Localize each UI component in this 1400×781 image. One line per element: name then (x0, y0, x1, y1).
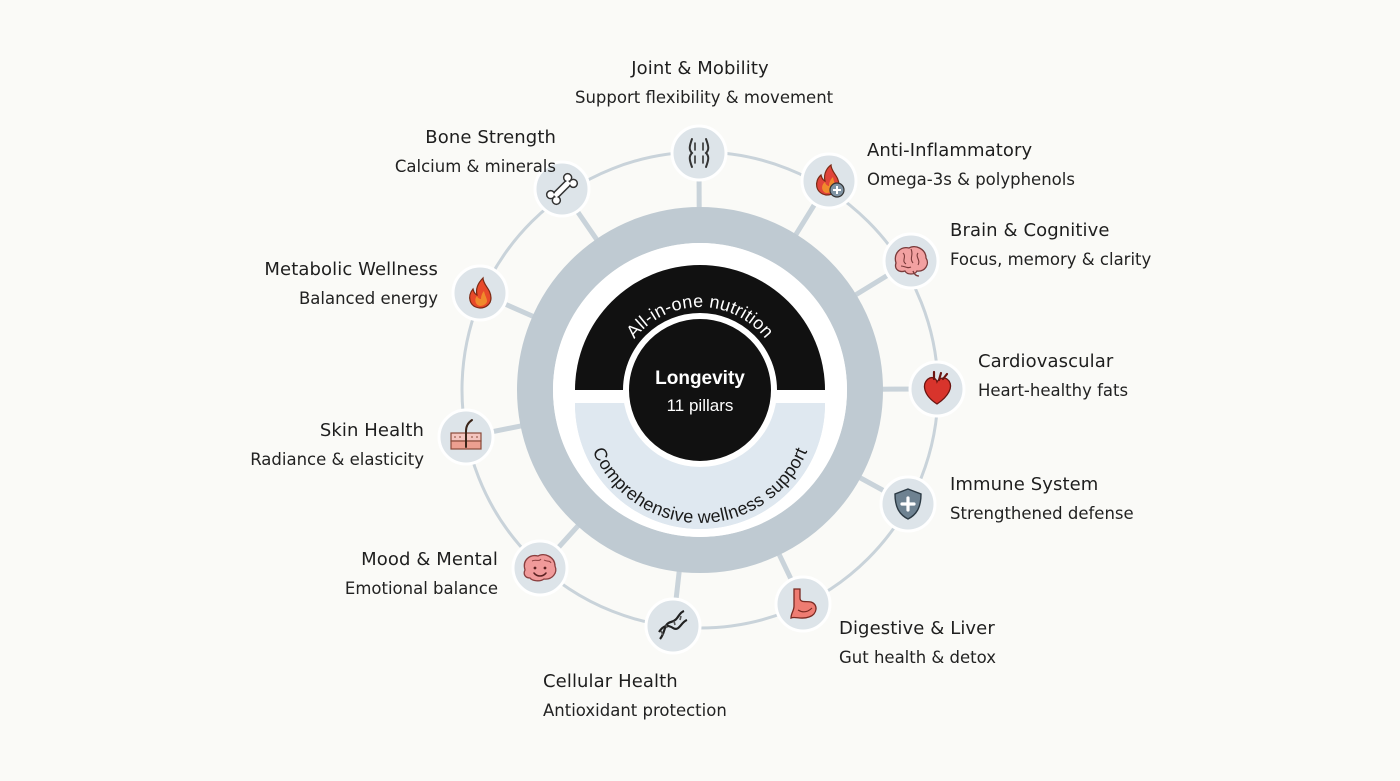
pillar-title: Skin Health (319, 420, 424, 441)
pillar-subtitle: Calcium & minerals (394, 157, 556, 176)
pillar-node-skin (437, 408, 495, 466)
pillar-node-joint (670, 124, 728, 182)
pillar-label-anti-inflammatory: Anti-Inflammatory Omega-3s & polyphenols (867, 142, 1075, 189)
pillar-label-immune: Immune System Strengthened defense (950, 476, 1134, 523)
pillar-node-immune (879, 475, 937, 533)
pillar-title: Brain & Cognitive (950, 220, 1110, 241)
pillar-node-bone (533, 160, 591, 218)
pillar-title: Cellular Health (543, 671, 678, 692)
pillar-node-cardio (908, 360, 966, 418)
pillar-title: Joint & Mobility (631, 58, 769, 79)
pillar-subtitle: Antioxidant protection (543, 701, 727, 720)
heart-icon (923, 370, 952, 405)
pillar-subtitle: Emotional balance (344, 579, 498, 598)
pillar-title: Metabolic Wellness (264, 259, 438, 280)
pillar-label-cellular: Cellular Health Antioxidant protection (543, 673, 727, 720)
pillar-title: Anti-Inflammatory (867, 140, 1033, 161)
stomach-icon (790, 588, 817, 620)
pillar-node-brain (882, 232, 940, 290)
skin-layer-icon (450, 419, 482, 450)
flame-icon (469, 276, 492, 309)
pillar-node-anti-inflammatory (800, 152, 858, 210)
pillar-subtitle: Support flexibility & movement (575, 88, 834, 107)
pillar-node-digestive (774, 575, 832, 633)
pillar-title: Mood & Mental (361, 549, 498, 570)
pillar-node-mood (511, 539, 569, 597)
pillar-label-bone: Bone Strength Calcium & minerals (395, 129, 556, 176)
fire-plus-icon (816, 163, 845, 198)
bone-icon (545, 172, 579, 206)
pillar-title: Cardiovascular (978, 351, 1114, 372)
pillar-nodes (437, 124, 966, 655)
pillar-label-digestive: Digestive & Liver Gut health & detox (839, 620, 996, 667)
pillar-subtitle: Focus, memory & clarity (950, 250, 1152, 269)
pillar-subtitle: Radiance & elasticity (250, 450, 424, 469)
pillar-title: Immune System (950, 474, 1099, 495)
pillar-node-circle (644, 597, 702, 655)
center-subtitle: 11 pillars (667, 396, 734, 415)
center-disc (623, 313, 777, 467)
pillar-node-circle (670, 124, 728, 182)
pillar-node-metabolic (451, 264, 509, 322)
pillar-subtitle: Omega-3s & polyphenols (867, 170, 1075, 189)
dna-icon (658, 609, 688, 640)
pillar-node-cellular (644, 597, 702, 655)
pillar-label-cardio: Cardiovascular Heart-healthy fats (978, 353, 1128, 400)
center-title: Longevity (655, 368, 745, 389)
smiling-brain-icon (523, 553, 557, 582)
pillar-title: Digestive & Liver (839, 618, 995, 639)
pillar-title: Bone Strength (425, 127, 556, 148)
pillar-label-mood: Mood & Mental Emotional balance (345, 551, 498, 598)
pillar-subtitle: Gut health & detox (839, 648, 996, 667)
pillar-label-skin: Skin Health Radiance & elasticity (250, 422, 424, 469)
thick-ring (517, 207, 883, 573)
pillar-label-metabolic: Metabolic Wellness Balanced energy (264, 261, 438, 308)
pillar-subtitle: Heart-healthy fats (978, 381, 1129, 400)
pillar-label-brain: Brain & Cognitive Focus, memory & clarit… (950, 222, 1151, 269)
joint-icon (688, 138, 710, 168)
pillar-subtitle: Balanced energy (298, 289, 438, 308)
pillar-subtitle: Strengthened defense (950, 504, 1134, 523)
pillar-label-joint: Joint & Mobility Support flexibility & m… (575, 58, 834, 107)
brain-icon (894, 245, 929, 277)
shield-icon (894, 488, 922, 520)
